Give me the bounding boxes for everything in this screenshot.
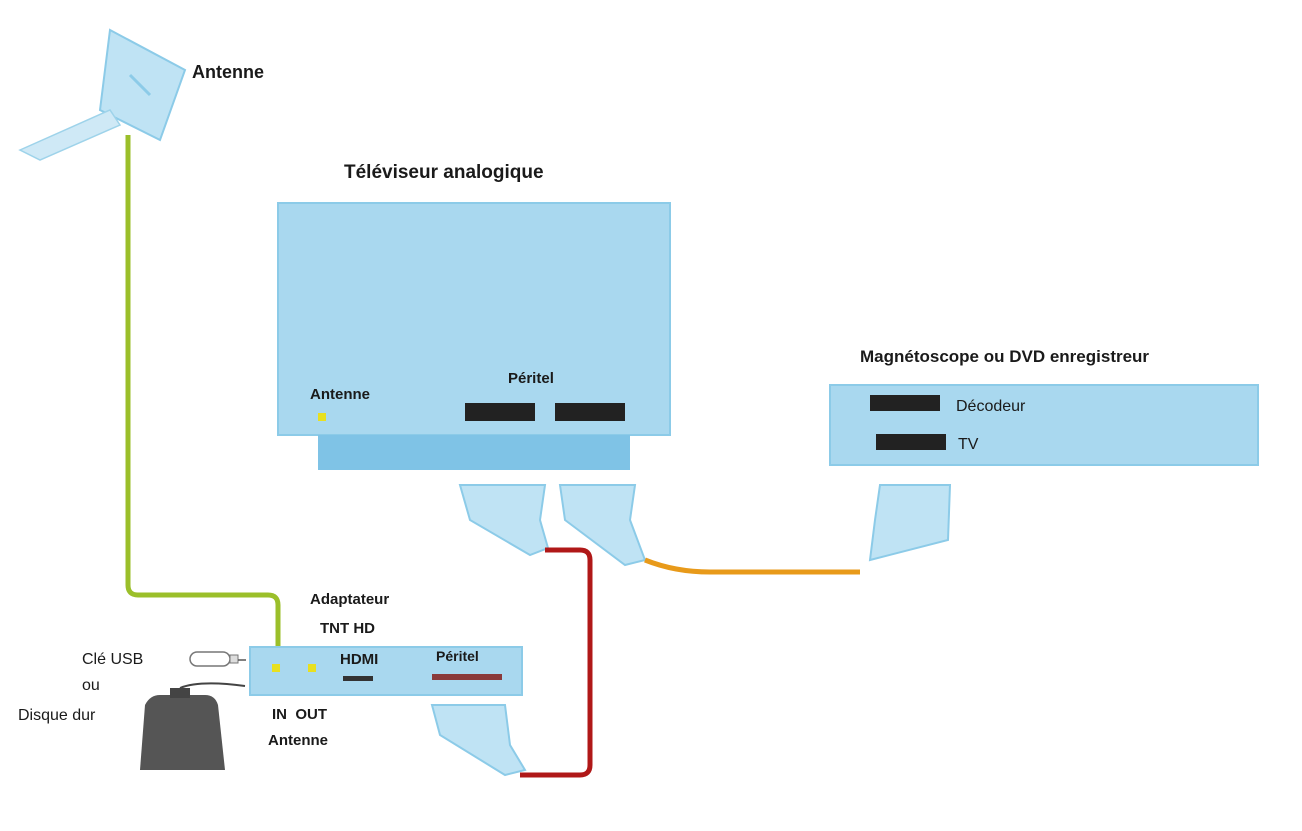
usb-label-line3: Disque dur	[18, 707, 96, 724]
adapter-antenna-out	[308, 664, 316, 672]
hard-drive-icon	[140, 682, 246, 770]
recorder-decoder-label: Décodeur	[956, 398, 1026, 415]
recorder-scart-decoder	[870, 395, 940, 411]
adapter-title-line2: TNT HD	[320, 620, 375, 637]
tv-box	[277, 202, 671, 470]
adapter-antenna-in	[272, 664, 280, 672]
tv-title: Téléviseur analogique	[344, 162, 544, 183]
adapter-title-line1: Adaptateur	[310, 591, 390, 608]
adapter-hdmi-port	[343, 676, 373, 681]
antenna-cable	[125, 135, 281, 668]
orange-scart-cable	[644, 557, 860, 575]
recorder-scart-tv	[876, 434, 946, 450]
recorder-title: Magnétoscope ou DVD enregistreur	[860, 347, 1150, 366]
tv-scart-port-1	[465, 403, 535, 421]
usb-key-icon	[189, 651, 246, 667]
adapter-antenne-label: Antenne	[268, 732, 328, 749]
tv-antenna-port	[318, 413, 326, 421]
recorder-tv-label: TV	[958, 436, 979, 453]
antenna-icon	[18, 28, 187, 161]
recorder-box	[829, 384, 1259, 466]
tv-scart-port-2	[555, 403, 625, 421]
scart-connector-icon	[430, 704, 527, 777]
adapter-box	[249, 646, 523, 696]
adapter-peritel-label: Péritel	[436, 648, 479, 664]
adapter-hdmi-label: HDMI	[340, 651, 379, 668]
scart-connector-icon	[458, 484, 647, 567]
adapter-in-out-label: IN OUT	[272, 706, 327, 723]
antenna-label: Antenne	[192, 62, 264, 82]
adapter-scart-port	[432, 674, 502, 680]
usb-label-line2: ou	[82, 677, 100, 694]
usb-label-line1: Clé USB	[82, 651, 144, 668]
red-scart-cable	[520, 547, 593, 778]
tv-antenna-label: Antenne	[310, 386, 370, 403]
tv-peritel-label: Péritel	[508, 370, 554, 387]
scart-connector-icon	[868, 484, 952, 562]
